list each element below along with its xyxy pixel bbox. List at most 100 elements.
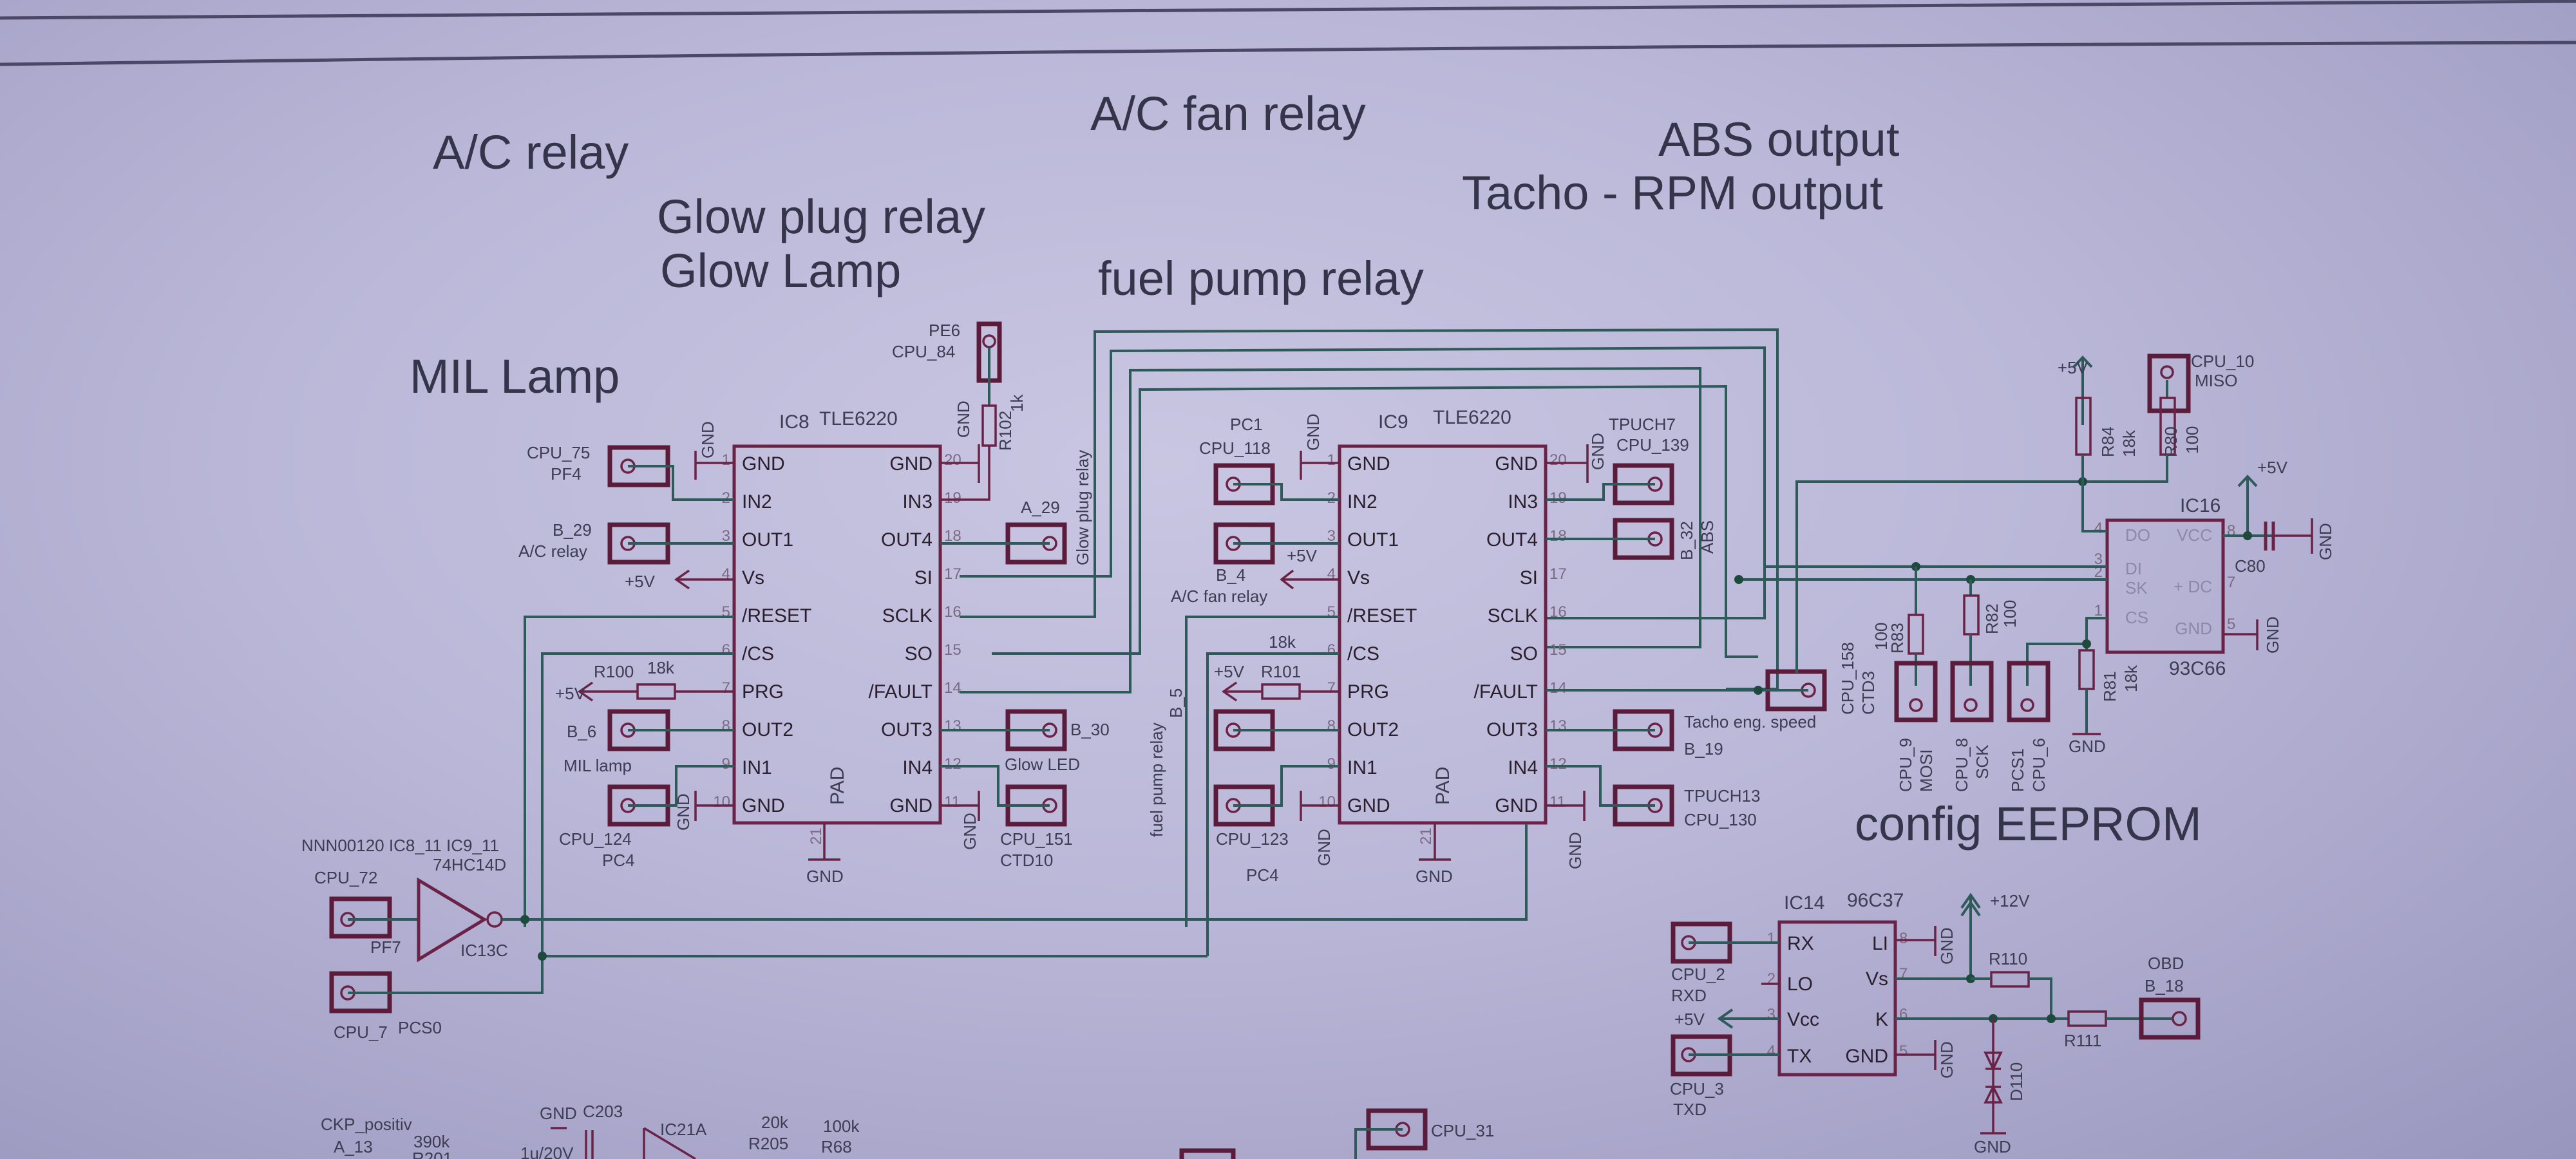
label-gnd: GND <box>960 813 980 850</box>
label-r68-value: 100k <box>823 1117 860 1136</box>
ic9-tle6220[interactable]: IC9 TLE6220 PAD GND1IN22OUT13Vs4/RESET5/… <box>1318 407 1567 825</box>
pin-name-cs: /CS <box>1347 643 1379 664</box>
pin-number: 5 <box>2227 616 2235 633</box>
label-gnd-pad: GND <box>1416 867 1453 886</box>
connector-cpu-10[interactable] <box>2147 353 2191 413</box>
pin-number: 12 <box>944 755 961 773</box>
label-pc4: PC4 <box>602 851 635 870</box>
connector-cpu-9[interactable] <box>1894 661 1938 722</box>
label-r80: R80 <box>2161 426 2181 457</box>
connector-b-18[interactable] <box>2139 997 2201 1040</box>
connector-partial[interactable] <box>1179 1148 1236 1159</box>
label-gnd: GND <box>1303 413 1323 451</box>
pin-name-reset: /RESET <box>742 605 811 627</box>
label-cpu-7: CPU_7 <box>334 1022 388 1042</box>
pin-number: 1 <box>1327 451 1336 469</box>
pin-name-reset: /RESET <box>1347 605 1417 627</box>
pin-name-di: DI <box>2125 559 2142 578</box>
pin-name-vcc: VCC <box>2177 525 2212 545</box>
pin-number: 6 <box>1899 1006 1908 1023</box>
ic8-tle6220[interactable]: IC8 TLE6220 PAD GND1IN22OUT13Vs4/RESET5/… <box>713 408 961 825</box>
label-plus5v-vcc: +5V <box>2257 458 2288 477</box>
label-tacho-eng-speed: Tacho eng. speed <box>1684 712 1816 731</box>
heading-ac-fan-relay: A/C fan relay <box>1090 87 1366 140</box>
label-cpu-6: CPU_6 <box>2029 738 2049 792</box>
pin-number: 19 <box>1549 489 1567 507</box>
pin-name-vcc: Vcc <box>1787 1009 1819 1030</box>
pin-name-cs: /CS <box>742 643 774 664</box>
label-r80-value: 100 <box>2183 426 2202 454</box>
pin-name-in2: IN2 <box>1347 491 1378 513</box>
pin-number: 11 <box>944 793 960 811</box>
pin-number: 21 <box>808 827 825 845</box>
heading-fuel-pump-relay: fuel pump relay <box>1098 252 1424 305</box>
pin-name-gnd: GND <box>742 453 785 475</box>
label-gnd: GND <box>1974 1137 2011 1156</box>
label-r205: R205 <box>748 1134 788 1153</box>
pin-name-sclk: SCLK <box>882 605 933 627</box>
label-r82-value: 100 <box>2000 600 2020 628</box>
label-r100-value: 18k <box>647 658 675 677</box>
label-net-nnn00120: NNN00120 IC8_11 IC9_11 <box>301 836 499 855</box>
pin-number: 15 <box>1549 641 1567 659</box>
label-c80: C80 <box>2235 556 2266 576</box>
label-cpu-9: CPU_9 <box>1896 738 1915 792</box>
pin-name-so: SO <box>905 643 933 664</box>
connector-cpu-72[interactable] <box>329 896 392 939</box>
label-pf4: PF4 <box>551 464 582 484</box>
label-plus5v: +5V <box>1287 546 1318 565</box>
label-ctd3: CTD3 <box>1859 671 1878 715</box>
label-ic21a: IC21A <box>660 1120 707 1139</box>
heading-glow-plug-relay: Glow plug relay <box>657 190 985 243</box>
label-cpu-118: CPU_118 <box>1199 438 1271 458</box>
pin-number: 8 <box>722 717 730 735</box>
label-b-30: B_30 <box>1070 720 1110 739</box>
label-r68: R68 <box>821 1137 852 1156</box>
pin-number: 11 <box>1549 793 1566 811</box>
pin-name-fault: /FAULT <box>869 681 933 702</box>
label-r102: R102 <box>996 411 1015 451</box>
label-abs: ABS <box>1698 520 1717 554</box>
label-gnd: GND <box>540 1104 577 1123</box>
pin-name-gnd: GND <box>889 453 933 475</box>
label-cpu-2: CPU_2 <box>1671 965 1725 984</box>
heading-ac-relay: A/C relay <box>433 126 629 179</box>
pin-number: 9 <box>1327 755 1336 773</box>
ic8-ref: IC8 <box>779 411 810 433</box>
connector-cpu-8[interactable] <box>1950 661 1994 722</box>
pin-number: 3 <box>2094 551 2103 568</box>
label-gnd: GND <box>2316 523 2335 560</box>
pin-name-fault: /FAULT <box>1474 681 1538 702</box>
pin-name-prg: PRG <box>1347 681 1389 702</box>
pin-name-gnd: GND <box>889 795 933 816</box>
label-r201-value: 390k <box>413 1132 450 1151</box>
sheet-border-top <box>0 0 2576 20</box>
pin-name-cs: CS <box>2125 608 2148 627</box>
label-r100: R100 <box>594 662 634 681</box>
label-sck: SCK <box>1973 744 1992 779</box>
pin-number: 21 <box>1417 827 1435 845</box>
label-gnd: GND <box>1314 829 1334 866</box>
ic13c-74hc14d[interactable]: NNN00120 IC8_11 IC9_11 74HC14D CPU_72 PF… <box>301 824 1528 1042</box>
pin-number: 4 <box>1767 1042 1776 1060</box>
heading-glow-lamp: Glow Lamp <box>660 244 901 297</box>
heading-abs-output: ABS output <box>1658 113 1900 166</box>
label-cpu-139: CPU_139 <box>1616 435 1689 455</box>
pin-name-in1: IN1 <box>1347 757 1378 778</box>
pin-number: 2 <box>1327 489 1336 507</box>
pin-name-li: LI <box>1872 933 1888 954</box>
pin-name-out3: OUT3 <box>1486 719 1538 740</box>
label-cpu-123: CPU_123 <box>1216 829 1289 849</box>
ic16-body <box>2105 518 2225 654</box>
pin-number: 7 <box>2227 574 2235 591</box>
connector-cpu-6[interactable] <box>2007 661 2050 722</box>
label-plus12v: +12V <box>1990 891 2030 910</box>
label-c203: C203 <box>583 1102 623 1121</box>
label-cpu-75: CPU_75 <box>527 443 590 462</box>
pin-number: 18 <box>944 527 961 545</box>
pin-name-gnd: GND <box>2175 619 2212 638</box>
pin-name-rx: RX <box>1787 933 1814 954</box>
pin-number: 10 <box>713 793 730 811</box>
